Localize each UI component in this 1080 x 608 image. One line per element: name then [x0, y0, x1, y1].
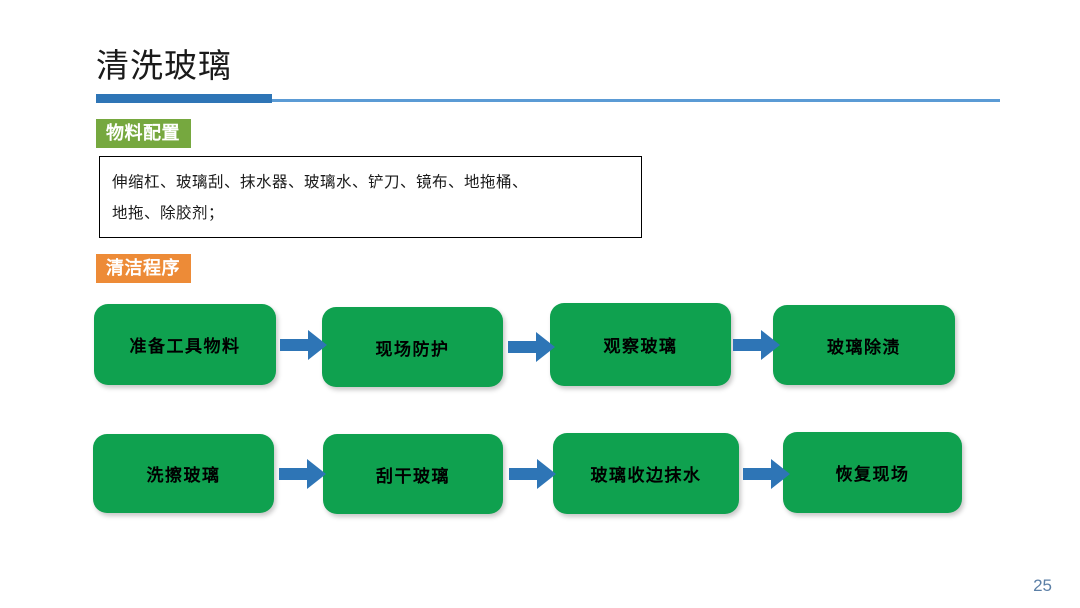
materials-text-box: 伸缩杠、玻璃刮、抹水器、玻璃水、铲刀、镜布、地拖桶、 地拖、除胶剂；: [99, 156, 642, 238]
flow-arrow-icon: [733, 328, 781, 362]
flow-step-box[interactable]: 洗擦玻璃: [93, 434, 274, 513]
flow-arrow-icon: [280, 328, 328, 362]
section-badge-procedure: 清洁程序: [96, 254, 191, 283]
flow-arrow-icon: [743, 457, 791, 491]
title-rule-thin: [96, 99, 1000, 102]
flow-arrow-icon: [508, 330, 556, 364]
page-number: 25: [1033, 576, 1052, 595]
flow-step-box[interactable]: 现场防护: [322, 307, 503, 387]
flow-arrow-icon: [509, 457, 557, 491]
flow-arrow-icon: [279, 457, 327, 491]
title-rule-thick: [96, 94, 272, 103]
flow-step-box[interactable]: 准备工具物料: [94, 304, 276, 385]
page-title: 清洗玻璃: [96, 47, 232, 84]
flow-step-box[interactable]: 刮干玻璃: [323, 434, 503, 514]
flow-step-box[interactable]: 恢复现场: [783, 432, 962, 513]
flow-step-box[interactable]: 观察玻璃: [550, 303, 731, 386]
section-badge-materials: 物料配置: [96, 119, 191, 148]
materials-line: 地拖、除胶剂；: [112, 204, 225, 222]
flow-step-box[interactable]: 玻璃收边抹水: [553, 433, 739, 514]
materials-line: 伸缩杠、玻璃刮、抹水器、玻璃水、铲刀、镜布、地拖桶、: [112, 173, 529, 191]
flow-step-box[interactable]: 玻璃除渍: [773, 305, 955, 385]
